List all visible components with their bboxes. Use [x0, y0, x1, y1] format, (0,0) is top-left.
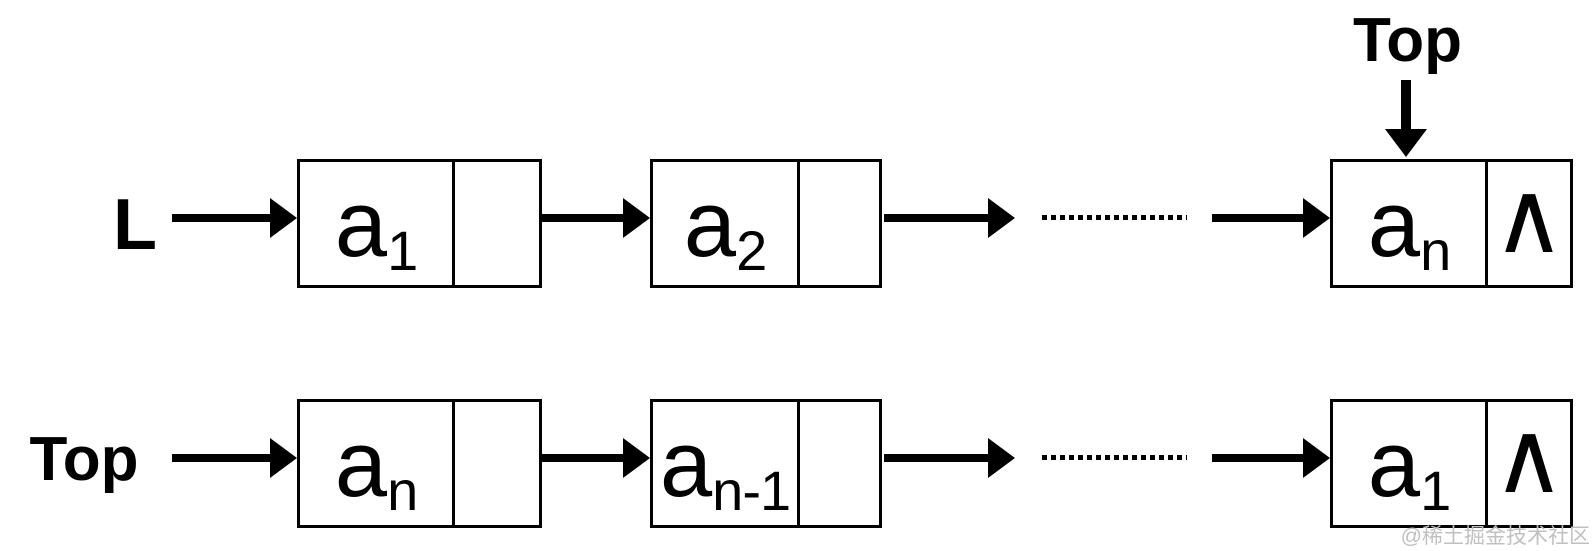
pointer-arrow: [542, 198, 650, 238]
pointer-arrow: [1212, 438, 1330, 478]
null-pointer-symbol: ∧: [1492, 401, 1566, 514]
node-value: a: [334, 410, 388, 516]
arrow-shaft: [884, 214, 988, 222]
node-value-subscript: n-1: [712, 458, 791, 522]
ellipsis-dots: [1042, 455, 1187, 460]
node-an-1-stack: a n-1: [650, 399, 882, 528]
arrow-shaft: [172, 454, 270, 462]
node-a2: a 2: [650, 159, 882, 288]
node-data-cell: a n: [300, 402, 452, 525]
node-a1: a 1: [297, 159, 542, 288]
node-value: a: [1367, 170, 1421, 276]
node-pointer-cell: [452, 162, 539, 285]
stack-top-pointer-label-row2: Top: [29, 425, 139, 494]
node-value: a: [683, 170, 737, 276]
watermark: @稀土掘金技术社区: [1400, 524, 1590, 548]
arrow-head: [988, 198, 1015, 238]
arrow-head: [1303, 198, 1330, 238]
node-value-subscript: 2: [736, 218, 767, 282]
node-value-subscript: n: [1420, 218, 1451, 282]
arrow-head: [1303, 438, 1330, 478]
node-data-cell: a 1: [300, 162, 452, 285]
pointer-arrow: [884, 438, 1015, 478]
node-an: a n ∧: [1330, 159, 1573, 288]
node-value-subscript: 1: [1420, 458, 1451, 522]
arrow-shaft: [172, 214, 270, 222]
arrow-head: [988, 438, 1015, 478]
node-pointer-cell: [797, 402, 879, 525]
arrow-head: [1384, 129, 1427, 157]
arrow-shaft: [1212, 454, 1303, 462]
arrow-head: [623, 198, 650, 238]
node-a1-stack: a 1 ∧: [1330, 399, 1573, 528]
node-data-cell: a 1: [1333, 402, 1485, 525]
node-pointer-cell: [452, 402, 539, 525]
node-value: a: [659, 410, 713, 516]
node-value-subscript: 1: [387, 218, 418, 282]
arrow-shaft: [542, 454, 623, 462]
top-pointer-arrow: [1384, 80, 1427, 157]
node-pointer-cell: ∧: [1485, 162, 1570, 285]
pointer-arrow: [884, 198, 1015, 238]
pointer-arrow: [542, 438, 650, 478]
pointer-arrow: [172, 438, 297, 478]
node-an-stack: a n: [297, 399, 542, 528]
arrow-shaft: [1212, 214, 1303, 222]
arrow-head: [270, 438, 297, 478]
node-pointer-cell: [797, 162, 879, 285]
stack-top-pointer-label-row1: Top: [1352, 6, 1462, 75]
pointer-arrow: [172, 198, 297, 238]
node-data-cell: a 2: [653, 162, 797, 285]
arrow-shaft: [1400, 80, 1411, 129]
ellipsis-dots: [1042, 215, 1187, 220]
arrow-shaft: [884, 454, 988, 462]
arrow-head: [270, 198, 297, 238]
node-data-cell: a n: [1333, 162, 1485, 285]
arrow-head: [623, 438, 650, 478]
null-pointer-symbol: ∧: [1492, 161, 1566, 274]
list-head-pointer-label: L: [113, 185, 157, 265]
pointer-arrow: [1212, 198, 1330, 238]
node-value-subscript: n: [387, 458, 418, 522]
node-value: a: [1367, 410, 1421, 516]
node-value: a: [334, 170, 388, 276]
node-pointer-cell: ∧: [1485, 402, 1570, 525]
arrow-shaft: [542, 214, 623, 222]
node-data-cell: a n-1: [653, 402, 797, 525]
